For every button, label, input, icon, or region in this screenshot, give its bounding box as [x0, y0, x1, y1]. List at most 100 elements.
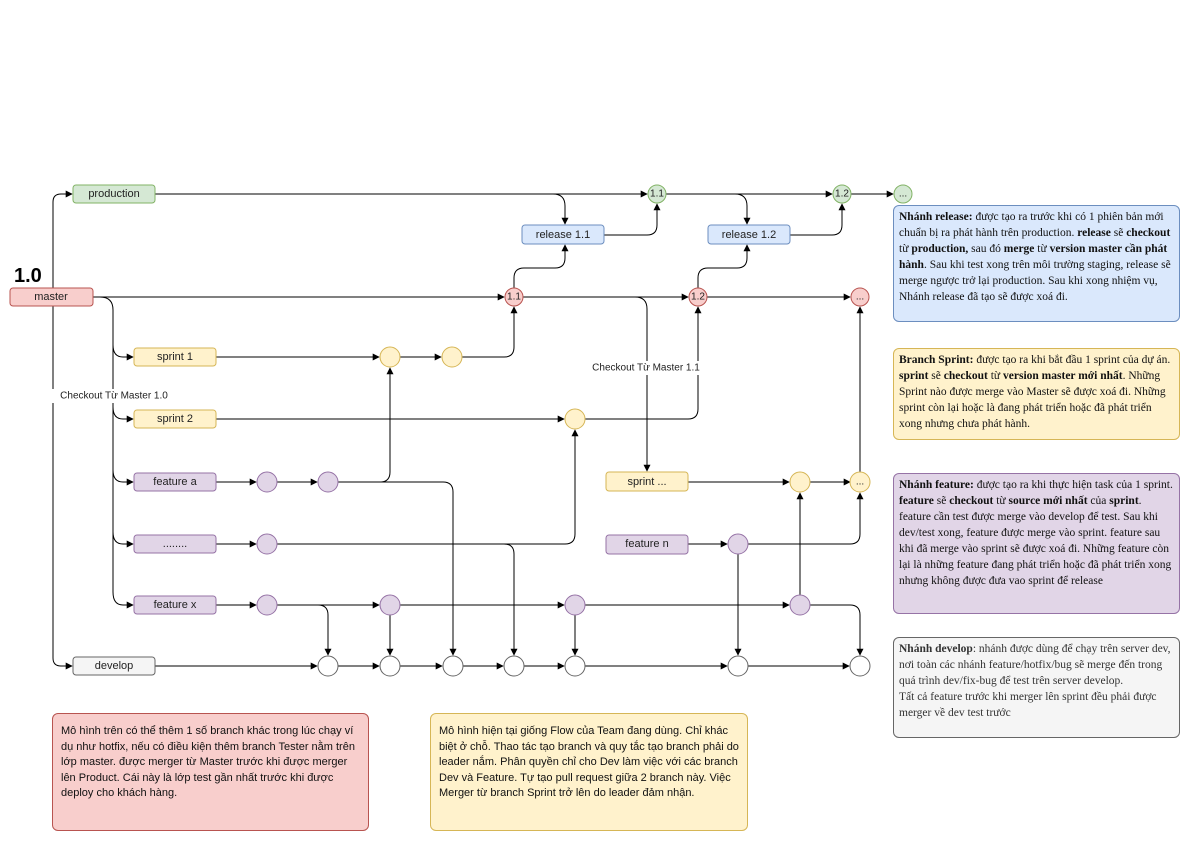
edge-feature-a-to-sprint-1 — [338, 367, 394, 483]
branch-develop: develop — [72, 656, 156, 676]
tag-master-1-2-label: 1.2 — [691, 292, 705, 303]
branch-sprint-more: sprint ... — [605, 471, 689, 492]
branch-feature-dots: ........ — [133, 534, 217, 554]
note-release-segment: sẽ — [1110, 227, 1127, 239]
note-sprint-heading: Branch Sprint: — [899, 354, 974, 366]
edge-checkout-1-0-to-sprint-1 — [112, 344, 134, 361]
edge-feature-x-to-develop-1 — [277, 604, 332, 656]
edge-production-to-release-1-2 — [734, 193, 751, 225]
feature-n-commit-node — [727, 533, 749, 555]
note-develop-text: Nhánh develop: nhánh được dùng để chạy t… — [899, 641, 1174, 689]
branch-feature-n-label: feature n — [625, 538, 668, 550]
feature-a-commit-node — [256, 471, 278, 493]
tag-production-1-2: 1.2 — [832, 184, 852, 204]
note-release-segment: production, — [911, 243, 969, 255]
edge-checkout-1-0-to-sprint-2 — [112, 406, 134, 423]
edge-master-1-1-to-release-1-1 — [513, 244, 569, 288]
note-release-segment: release — [1077, 227, 1111, 239]
note-feature-segment: source mới nhất — [1008, 495, 1088, 507]
note-sprint-branch: Branch Sprint: được tạo ra khi bắt đầu 1… — [893, 348, 1180, 440]
branch-sprint-1: sprint 1 — [133, 347, 217, 367]
tag-master-1-2: 1.2 — [688, 287, 708, 307]
sprint-1-commit-node — [379, 346, 401, 368]
note-release-segment: từ — [899, 243, 912, 255]
edge-release-1-1-to-production-1-1 — [604, 203, 661, 236]
tag-master-more: ... — [850, 287, 870, 307]
edge-checkout-1-0-to-feature-x — [99, 296, 134, 609]
note-feature-branch: Nhánh feature: được tạo ra khi thực hiện… — [893, 473, 1180, 614]
note-feature-segment: . feature cần test được merge vào develo… — [899, 495, 1172, 587]
checkout-label-1-0-text: Checkout Từ Master 1.0 — [60, 391, 168, 402]
feature-x-commit-node — [789, 594, 811, 616]
branch-feature-n: feature n — [605, 534, 689, 555]
note-extra-branches: Mô hình trên có thể thêm 1 số branch khá… — [52, 713, 369, 831]
edge-production-to-release-1-1 — [552, 193, 569, 225]
note-release-text: Nhánh release: được tạo ra trước khi có … — [899, 209, 1174, 305]
branch-sprint-1-label: sprint 1 — [157, 351, 193, 363]
tag-production-1-2-label: 1.2 — [835, 189, 849, 200]
note-feature-segment: được tạo ra khi thực hiện task của 1 spr… — [973, 479, 1173, 491]
branch-feature-x: feature x — [133, 595, 217, 615]
branch-production-label: production — [88, 188, 139, 200]
note-sprint-segment: sẽ — [928, 370, 944, 382]
edge-master-to-develop — [52, 306, 73, 670]
edge-sprint-2-to-master-1-2 — [585, 306, 702, 420]
edge-feature-dots-to-develop — [277, 543, 518, 656]
edges — [52, 190, 894, 670]
sprint-2-commit-node — [564, 408, 586, 430]
note-feature-segment: checkout — [949, 495, 994, 507]
note-develop-text-2: Tất cả feature trước khi merger lên spri… — [899, 691, 1157, 719]
note-release-segment: merge — [1003, 243, 1035, 255]
note-release-segment: checkout — [1126, 227, 1171, 239]
develop-commit-node — [849, 655, 871, 677]
note-feature-segment: sprint — [1109, 495, 1139, 507]
feature-x-commit-node — [379, 594, 401, 616]
branch-production: production — [72, 184, 156, 204]
checkout-label-1-0: Checkout Từ Master 1.0 — [52, 389, 176, 403]
note-develop-heading: Nhánh develop — [899, 643, 973, 655]
tag-production-more-label: ... — [899, 189, 907, 200]
branch-master-label: master — [34, 291, 68, 303]
develop-commit-node — [503, 655, 525, 677]
note-release-branch: Nhánh release: được tạo ra trước khi có … — [893, 205, 1180, 322]
note-develop-branch: Nhánh develop: nhánh được dùng để chạy t… — [893, 637, 1180, 738]
note-develop-segment: : nhánh được dùng để chạy trên server de… — [899, 643, 1171, 687]
feature-x-commit-node — [256, 594, 278, 616]
checkout-label-1-1: Checkout Từ Master 1.1 — [586, 361, 706, 375]
note-feature-segment: từ — [993, 495, 1009, 507]
edge-feature-dots-to-sprint-2 — [277, 429, 579, 545]
tag-production-1-1-label: 1.1 — [650, 189, 664, 200]
branch-feature-dots-label: ........ — [163, 538, 187, 550]
note-extra-branches-text: Mô hình trên có thể thêm 1 số branch khá… — [61, 725, 355, 799]
tag-production-more: ... — [893, 184, 913, 204]
note-release-segment: version master cần phát hành — [899, 243, 1168, 271]
edge-feature-x-to-develop-4 — [810, 604, 864, 656]
branch-release-1-2-label: release 1.2 — [722, 229, 776, 241]
edge-master-to-production — [52, 190, 73, 288]
note-team-flow: Mô hình hiện tại giống Flow của Team đan… — [430, 713, 748, 831]
branch-sprint-2: sprint 2 — [133, 409, 217, 429]
edge-release-1-2-to-production-1-2 — [790, 203, 846, 236]
sprint-1-commit-node — [441, 346, 463, 368]
note-sprint-text: Branch Sprint: được tạo ra khi bắt đầu 1… — [899, 352, 1174, 432]
develop-commit-node — [317, 655, 339, 677]
note-release-segment: được tạo ra trước khi có 1 phiên bản mới… — [899, 211, 1164, 239]
note-release-segment: sau đó — [968, 243, 1004, 255]
edge-checkout-1-0-to-feature-a — [112, 469, 134, 486]
note-sprint-segment: sprint — [899, 370, 929, 382]
edge-feature-n-to-sprint-more — [748, 492, 864, 545]
tag-master-more-label: ... — [856, 292, 864, 303]
note-feature-segment: của — [1087, 495, 1110, 507]
tag-master-1-1: 1.1 — [504, 287, 524, 307]
note-release-segment: . Sau khi test xong trên môi trường stag… — [899, 259, 1171, 303]
branch-develop-label: develop — [95, 660, 134, 672]
note-sprint-segment: version master mới nhất — [1003, 370, 1123, 382]
edge-master-1-2-to-release-1-2 — [697, 244, 751, 288]
branch-feature-a-label: feature a — [153, 476, 197, 488]
tag-production-1-1: 1.1 — [647, 184, 667, 204]
sprint-more-commit-node — [789, 471, 811, 493]
branch-feature-a: feature a — [133, 472, 217, 492]
branch-release-1-1-label: release 1.1 — [536, 229, 590, 241]
